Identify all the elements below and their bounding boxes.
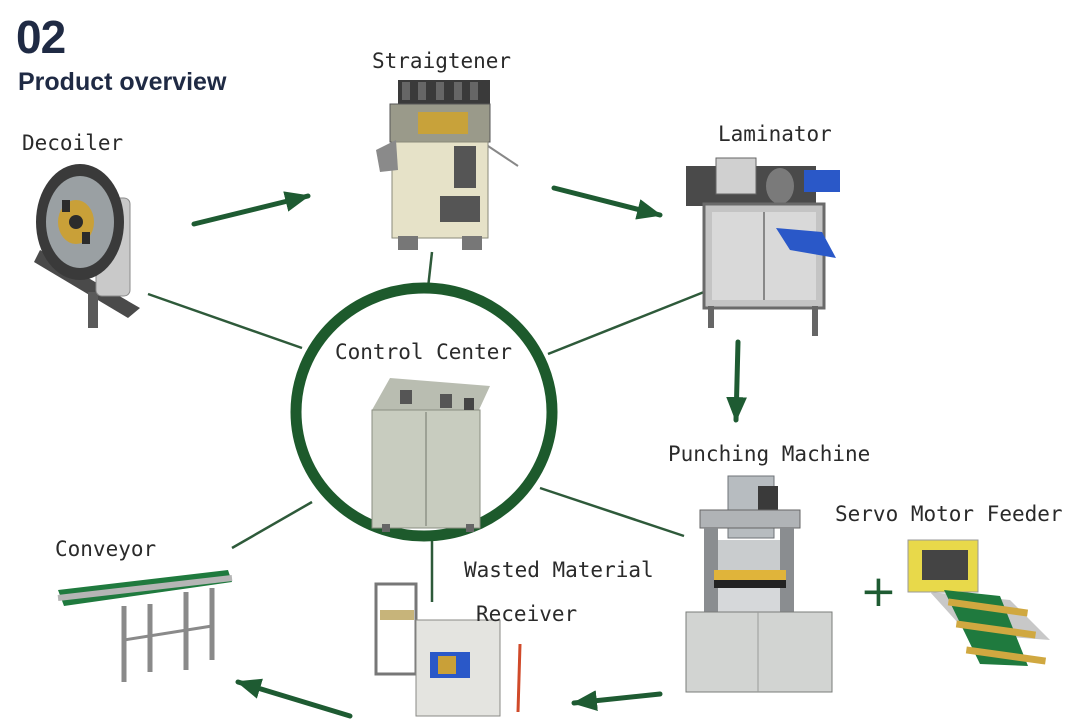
arrow-laminator-to-punching: [726, 339, 748, 423]
label-control-center: Control Center: [335, 340, 513, 364]
label-straightener: Straigtener: [372, 49, 512, 73]
conveyor-illustration: [57, 570, 233, 682]
label-conveyor: Conveyor: [55, 537, 157, 561]
arrow-receiver-to-conveyor: [235, 678, 353, 719]
label-servo-motor-feeder: Servo Motor Feeder: [835, 502, 1063, 526]
connector-lines: [147, 251, 705, 602]
label-punching-machine: Punching Machine: [668, 442, 871, 466]
section-number: 02: [16, 11, 66, 63]
plus-icon: +: [860, 566, 897, 617]
label-receiver: Receiver: [476, 602, 578, 626]
control-center-ring: [290, 282, 558, 542]
spoke-conveyor: [231, 500, 313, 550]
label-decoiler: Decoiler: [22, 131, 124, 155]
punching-machine-illustration: [685, 475, 833, 693]
label-laminator: Laminator: [718, 122, 832, 146]
receiver-illustration: [374, 582, 522, 717]
spoke-decoiler: [147, 292, 303, 350]
laminator-illustration: [686, 157, 840, 336]
arrow-decoiler-to-straightener: [191, 191, 311, 227]
spoke-punching: [539, 486, 685, 538]
decoiler-illustration: [34, 164, 140, 328]
control-cabinet-illustration: [371, 378, 490, 532]
servo-feeder-illustration: [907, 539, 1050, 666]
arrow-punching-to-receiver: [571, 690, 663, 711]
section-title: Product overview: [18, 68, 227, 96]
straightener-illustration: [376, 80, 519, 250]
flow-arrows: [191, 185, 748, 719]
spoke-laminator: [547, 290, 705, 356]
spoke-straightener: [426, 251, 434, 289]
arrow-straightener-to-laminator: [551, 185, 663, 220]
label-wasted-material: Wasted Material: [464, 558, 654, 582]
